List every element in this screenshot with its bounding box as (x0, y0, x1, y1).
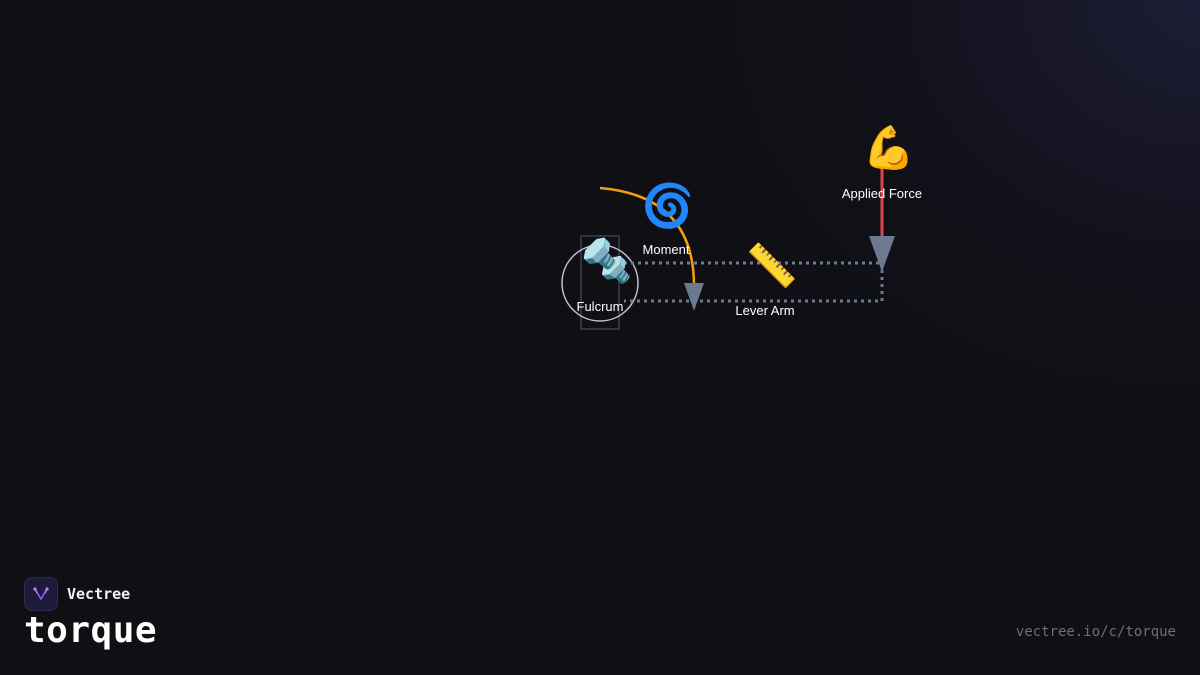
nut-and-bolt-icon: 🔩 (581, 236, 633, 285)
page-title: torque (24, 610, 158, 651)
lever-arm-lower-connector (624, 263, 884, 303)
moment-label: Moment (643, 242, 690, 257)
fulcrum-label: Fulcrum (577, 299, 624, 314)
brand-name: Vectree (67, 585, 131, 603)
brand: Vectree (24, 577, 130, 611)
moment-arc (599, 186, 696, 287)
vectree-logo-icon (24, 577, 58, 611)
applied-force-label: Applied Force (842, 186, 922, 201)
flexed-biceps-icon: 💪 (863, 123, 915, 172)
topic-url: vectree.io/c/torque (1015, 624, 1176, 640)
lever-arm-label: Lever Arm (735, 303, 794, 318)
applied-force-arrowhead (869, 236, 895, 272)
fulcrum-circle (561, 244, 639, 322)
cyclone-icon: 🌀 (642, 180, 694, 230)
ruler-icon: 📏 (746, 241, 798, 290)
fulcrum-frame (580, 235, 620, 330)
moment-arrowhead (684, 283, 704, 311)
